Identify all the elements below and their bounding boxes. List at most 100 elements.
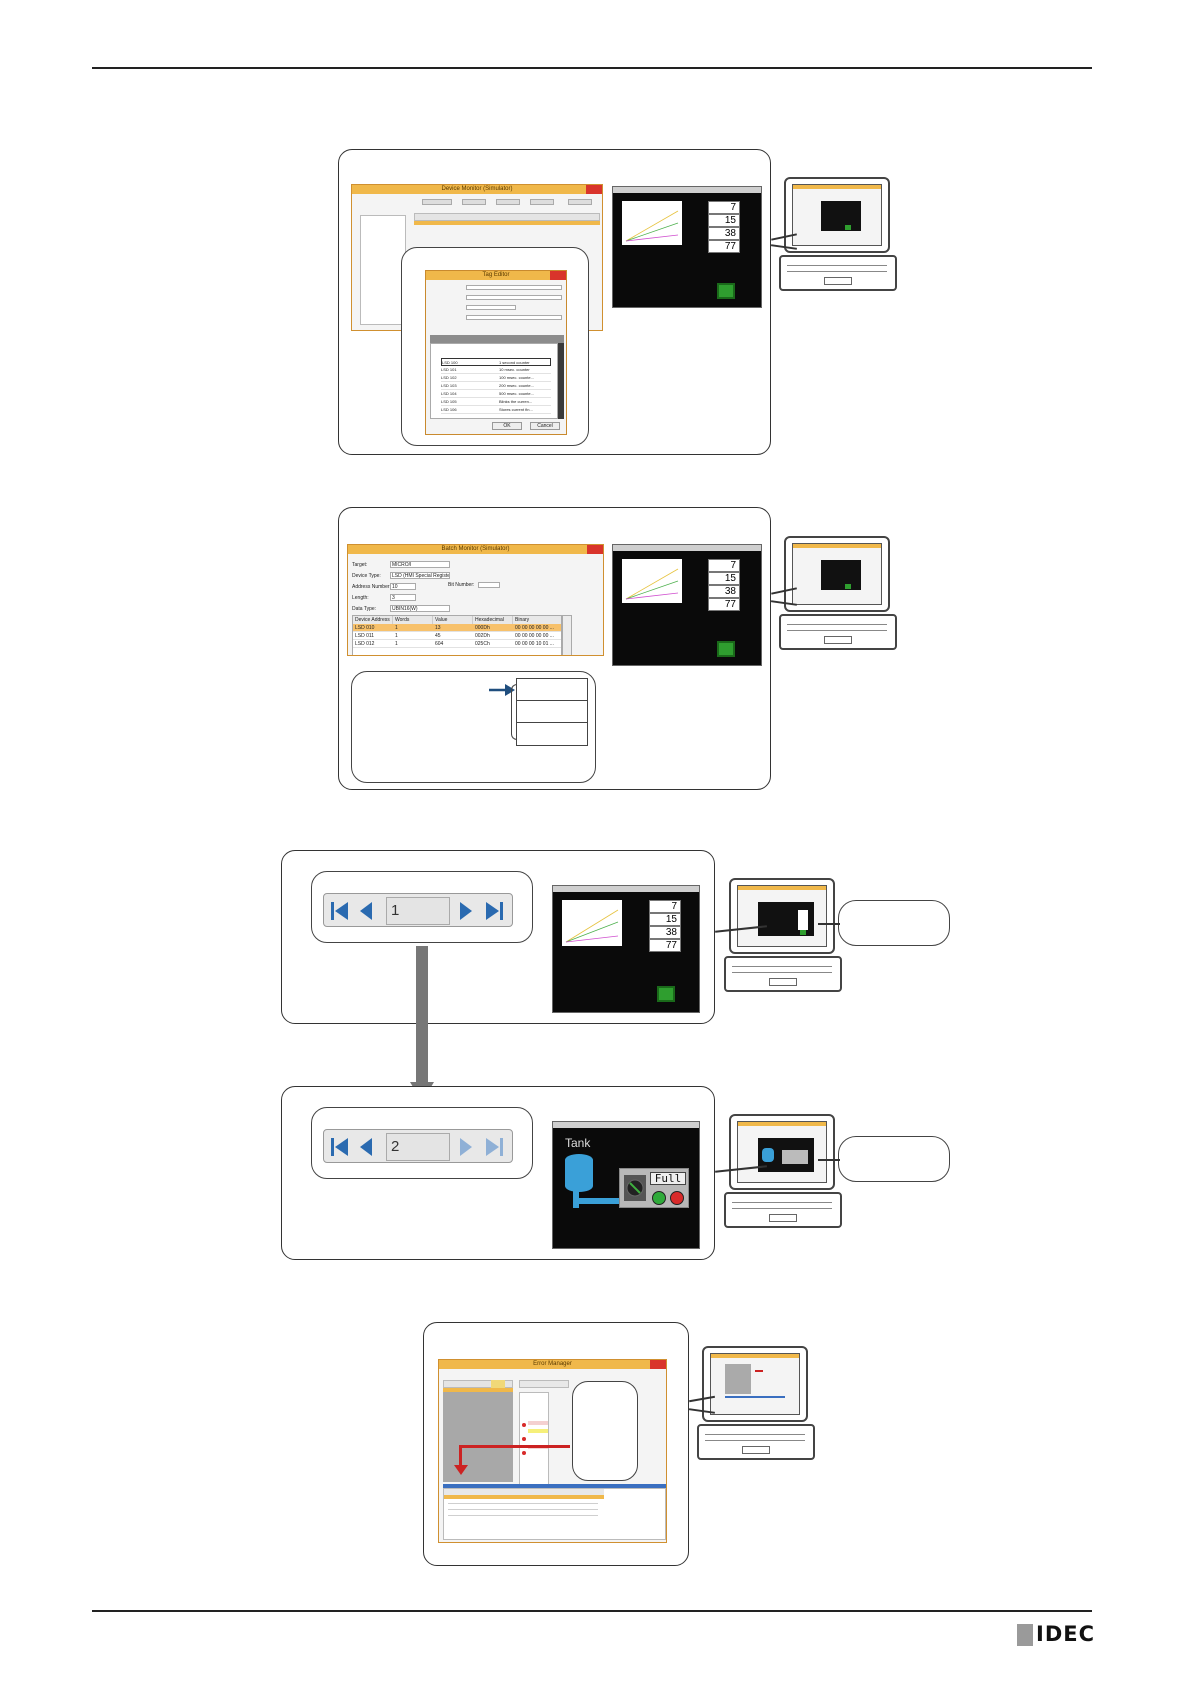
table-cell: 1 bbox=[395, 625, 398, 631]
tag-cell: Stores current fin... bbox=[499, 407, 533, 412]
tag-cell: LSD 103 bbox=[441, 383, 457, 388]
panel-batch-monitor: Batch Monitor (Simulator) Target:MICRO/I… bbox=[338, 507, 771, 790]
cancel-button[interactable]: Cancel bbox=[530, 422, 560, 430]
tag-row[interactable]: LSD 103 200 msec. counte... bbox=[441, 382, 551, 390]
value-display: 7 bbox=[649, 900, 681, 913]
tag-cell: 200 msec. counte... bbox=[499, 383, 534, 388]
form-label: Length: bbox=[352, 594, 369, 601]
laptop-icon bbox=[697, 1346, 817, 1462]
tag-cell: LSD 106 bbox=[441, 407, 457, 412]
hmi-screen: 7 15 38 77 bbox=[552, 885, 700, 1013]
table-cell: 002Dh bbox=[475, 633, 490, 639]
value-display: 38 bbox=[708, 585, 740, 598]
bit-number-field[interactable] bbox=[478, 582, 500, 588]
tag-cell bbox=[477, 390, 499, 397]
laptop-icon bbox=[724, 1114, 844, 1230]
tag-cell: 500 msec. counte... bbox=[499, 391, 534, 396]
tag-cell bbox=[477, 366, 499, 373]
form-field[interactable]: MICRO/I bbox=[390, 561, 450, 568]
value-displays: 7 15 38 77 bbox=[708, 201, 740, 253]
previous-page-icon[interactable] bbox=[354, 899, 378, 923]
table-cell: 13 bbox=[435, 625, 441, 631]
logo-mark bbox=[1017, 1624, 1033, 1646]
column-header[interactable]: Hexadecimal bbox=[473, 616, 513, 624]
value-display: 7 bbox=[708, 201, 740, 214]
form-field[interactable]: 10 bbox=[390, 583, 416, 590]
batch-monitor-window[interactable]: Batch Monitor (Simulator) Target:MICRO/I… bbox=[347, 544, 604, 656]
table-cell: LSD 010 bbox=[355, 625, 375, 631]
value-display: 38 bbox=[649, 926, 681, 939]
form-field[interactable]: 3 bbox=[390, 594, 416, 601]
batch-monitor-title: Batch Monitor (Simulator) bbox=[441, 546, 510, 552]
panel-device-monitor: Device Monitor (Simulator) Tag Editor LS… bbox=[338, 149, 771, 455]
tag-row[interactable]: LSD 106 Stores current fin... bbox=[441, 406, 551, 414]
selector-switch-icon[interactable] bbox=[626, 1179, 644, 1197]
page-navigator[interactable]: 2 bbox=[323, 1129, 513, 1163]
page-number-field[interactable]: 2 bbox=[386, 1133, 450, 1161]
hmi-screen: Tank Full bbox=[552, 1121, 700, 1249]
stop-button[interactable] bbox=[670, 1191, 684, 1205]
annotation-bubble bbox=[838, 900, 950, 946]
error-detail-table[interactable] bbox=[443, 1488, 666, 1540]
value-displays: 7 15 38 77 bbox=[649, 900, 681, 952]
company-logo: IDEC bbox=[1036, 1622, 1096, 1646]
column-header[interactable]: Device Address bbox=[353, 616, 393, 624]
close-icon[interactable] bbox=[550, 271, 566, 280]
table-cell: 00 00 00 10 01 ... bbox=[515, 641, 554, 647]
last-page-icon[interactable] bbox=[482, 899, 506, 923]
arrow-down-icon bbox=[454, 1465, 468, 1475]
first-page-icon[interactable] bbox=[328, 1135, 352, 1159]
tag-cell: Blinks the curren... bbox=[499, 399, 533, 404]
value-display: 7 bbox=[708, 559, 740, 572]
hmi-screen: 7 15 38 77 bbox=[612, 186, 762, 308]
form-label: Data Type: bbox=[352, 605, 377, 612]
close-icon[interactable] bbox=[650, 1360, 666, 1369]
tag-cell bbox=[477, 359, 499, 365]
table-cell: LSD 012 bbox=[355, 641, 375, 647]
value-display: 77 bbox=[708, 240, 740, 253]
form-field[interactable]: UBIN16(W) bbox=[390, 605, 450, 612]
ok-button[interactable]: OK bbox=[492, 422, 522, 430]
table-cell: 1 bbox=[395, 633, 398, 639]
page-number-field[interactable]: 1 bbox=[386, 897, 450, 925]
next-page-icon bbox=[460, 1138, 472, 1156]
close-icon[interactable] bbox=[587, 545, 603, 554]
column-header[interactable]: Value bbox=[433, 616, 473, 624]
start-button[interactable] bbox=[652, 1191, 666, 1205]
column-header[interactable]: Words bbox=[393, 616, 433, 624]
tag-cell bbox=[477, 382, 499, 389]
table-cell: 00 00 00 00 00 ... bbox=[515, 633, 554, 639]
hmi-screen: 7 15 38 77 bbox=[612, 544, 762, 666]
table-cell: 000Dh bbox=[475, 625, 490, 631]
annotation-bubble bbox=[838, 1136, 950, 1182]
page-navigator[interactable]: 1 bbox=[323, 893, 513, 927]
panel-page-1: 1 7 15 38 77 bbox=[281, 850, 715, 1024]
close-icon[interactable] bbox=[586, 185, 602, 194]
status-lamp bbox=[717, 641, 735, 657]
tag-cell bbox=[477, 406, 499, 413]
previous-page-icon[interactable] bbox=[354, 1135, 378, 1159]
arrow-right-icon bbox=[489, 684, 515, 696]
tag-cell bbox=[477, 398, 499, 405]
next-page-icon[interactable] bbox=[454, 899, 478, 923]
tag-cell: 1 second counter bbox=[498, 360, 530, 365]
device-list[interactable] bbox=[360, 215, 406, 325]
column-header[interactable]: Binary bbox=[513, 616, 561, 624]
form-field[interactable]: LSD (HMI Special Register) bbox=[390, 572, 450, 579]
device-monitor-title: Device Monitor (Simulator) bbox=[441, 186, 513, 192]
footer-rule bbox=[92, 1610, 1092, 1612]
first-page-icon[interactable] bbox=[328, 899, 352, 923]
tag-cell: 100 msec. counte... bbox=[499, 375, 534, 380]
tag-cell: LSD 101 bbox=[441, 367, 457, 372]
